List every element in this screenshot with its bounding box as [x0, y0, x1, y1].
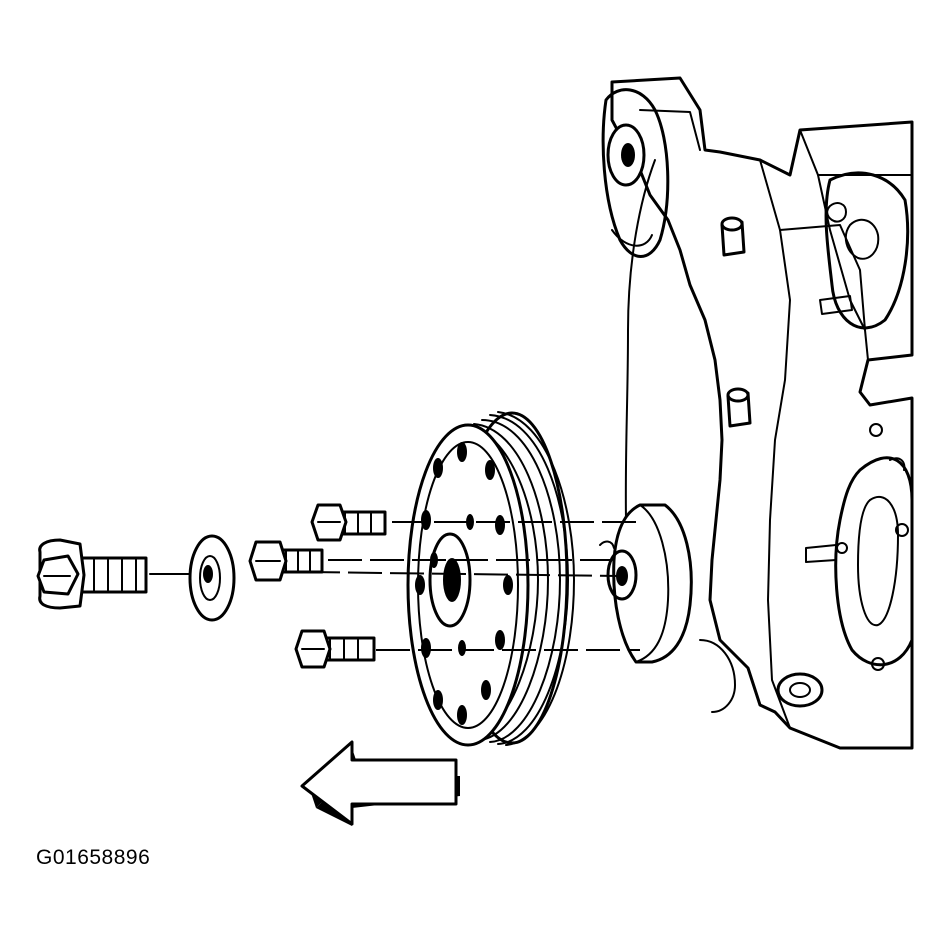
pulley-bolt-upper	[310, 503, 387, 542]
engine-front-cover	[601, 76, 914, 750]
washer	[188, 534, 236, 622]
figure-id-label: G01658896	[36, 846, 151, 869]
balancer-bolt	[36, 538, 148, 610]
crankshaft-nose	[599, 503, 693, 664]
pulley-bolt-lower	[294, 629, 376, 669]
left-arrow-icon	[300, 740, 460, 826]
pulley-bolt-middle	[248, 540, 324, 582]
crankshaft-pulley	[406, 411, 575, 747]
